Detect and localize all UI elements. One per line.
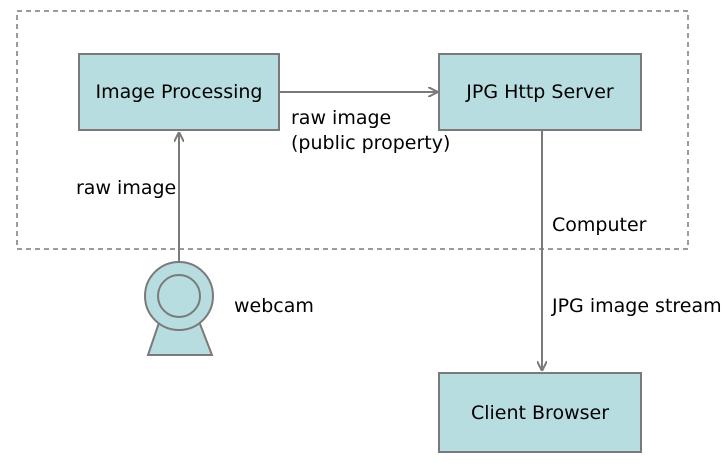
edge-label-webcam-to-processing: raw image — [76, 177, 177, 199]
node-image-processing-label: Image Processing — [95, 81, 263, 103]
edge-label-line-2: (public property) — [291, 132, 451, 154]
computer-boundary — [16, 10, 689, 250]
webcam-lens — [157, 274, 201, 318]
node-jpg-http-server: JPG Http Server — [438, 53, 642, 131]
edge-label-server-to-browser: JPG image stream — [552, 295, 722, 317]
webcam-label: webcam — [234, 295, 314, 317]
edge-label-processing-to-server: raw image (public property) — [291, 106, 450, 156]
node-jpg-http-server-label: JPG Http Server — [466, 81, 614, 103]
computer-boundary-label: Computer — [552, 214, 647, 236]
node-image-processing: Image Processing — [78, 53, 280, 131]
webcam-icon — [144, 261, 214, 356]
node-client-browser: Client Browser — [438, 372, 642, 453]
node-client-browser-label: Client Browser — [470, 401, 610, 424]
edge-label-line-1: raw image — [291, 107, 392, 129]
